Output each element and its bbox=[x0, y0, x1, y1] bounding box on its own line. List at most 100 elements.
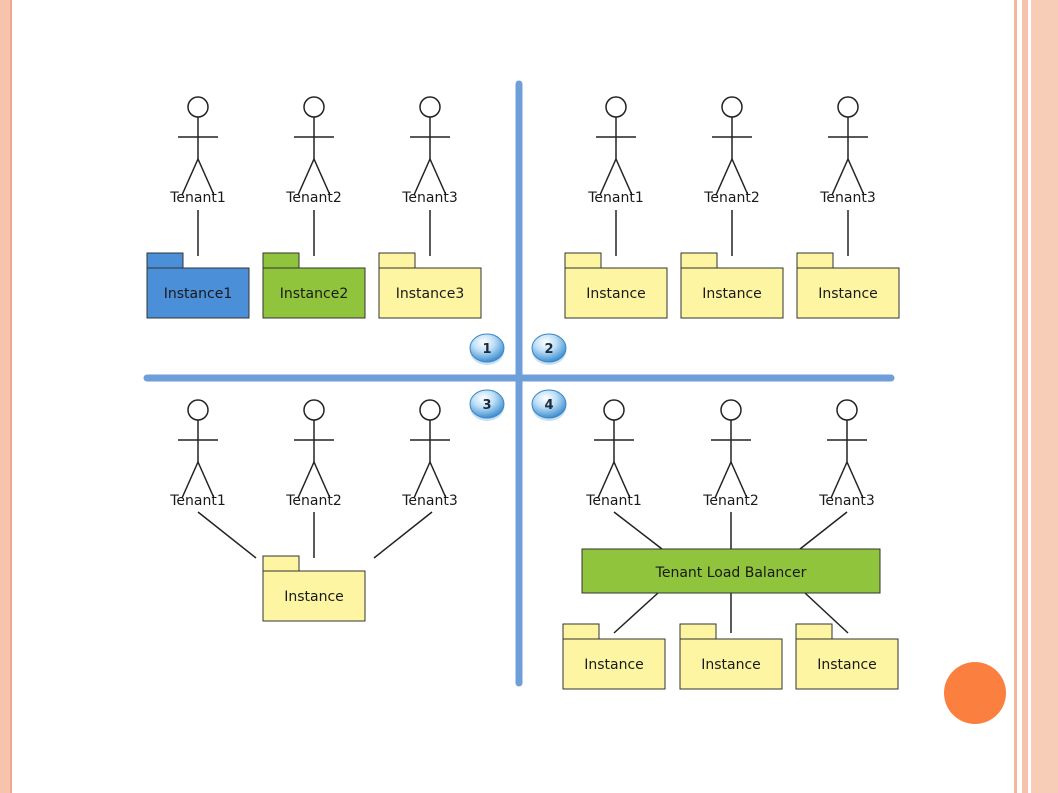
actor-leg-left bbox=[599, 158, 617, 196]
actor-head bbox=[720, 399, 742, 421]
package-body bbox=[564, 267, 668, 319]
package-tab bbox=[562, 623, 600, 640]
package-tab bbox=[146, 252, 184, 269]
right-border-band bbox=[1031, 0, 1058, 793]
instance-package bbox=[562, 623, 666, 690]
actor-leg-right bbox=[846, 461, 864, 499]
package-body bbox=[562, 638, 666, 690]
package-tab bbox=[795, 623, 833, 640]
actor-leg-left bbox=[297, 158, 315, 196]
accent-circle bbox=[944, 662, 1006, 724]
instance-label: Instance bbox=[584, 657, 644, 673]
package-body bbox=[796, 267, 900, 319]
tenant-label: Tenant3 bbox=[401, 190, 458, 206]
actor-icon bbox=[827, 399, 867, 499]
instance-label: Instance bbox=[284, 589, 344, 605]
package-body bbox=[378, 267, 482, 319]
package-tab bbox=[679, 623, 717, 640]
quadrant-badge bbox=[469, 333, 505, 365]
tenant-label: Tenant1 bbox=[585, 493, 642, 509]
left-border-band bbox=[0, 0, 10, 793]
actor-icon bbox=[711, 399, 751, 499]
actor-leg-left bbox=[413, 461, 431, 499]
right-border-stripe bbox=[1022, 0, 1028, 793]
tenant-label: Tenant1 bbox=[169, 190, 226, 206]
actor-icon bbox=[410, 96, 450, 196]
instance-label: Instance bbox=[702, 286, 762, 302]
tenant-label: Tenant3 bbox=[401, 493, 458, 509]
balancer-instance-connector bbox=[804, 592, 849, 634]
actor-head bbox=[303, 96, 325, 118]
actor-leg-left bbox=[181, 158, 199, 196]
package-tab bbox=[262, 252, 300, 269]
actor-icon bbox=[594, 399, 634, 499]
actor-icon bbox=[178, 96, 218, 196]
instance-package bbox=[796, 252, 900, 319]
instance-label: Instance bbox=[586, 286, 646, 302]
actor-leg-right bbox=[847, 158, 865, 196]
actor-leg-left bbox=[181, 461, 199, 499]
instance-package bbox=[262, 555, 366, 622]
tenant-label: Tenant3 bbox=[818, 493, 875, 509]
badge-circle bbox=[469, 333, 505, 363]
instance-package bbox=[795, 623, 899, 690]
instance-package bbox=[564, 252, 668, 319]
badge-circle bbox=[531, 389, 567, 419]
tenant-balancer-connector bbox=[613, 511, 663, 550]
actor-leg-left bbox=[597, 461, 615, 499]
badge-number: 2 bbox=[544, 342, 553, 357]
actor-head bbox=[837, 96, 859, 118]
actor-leg-right bbox=[615, 158, 633, 196]
actor-leg-left bbox=[714, 461, 732, 499]
package-tab bbox=[796, 252, 834, 269]
balancer-instance-connector bbox=[613, 592, 659, 634]
actor-icon bbox=[178, 399, 218, 499]
actor-leg-right bbox=[429, 158, 447, 196]
tenant-label: Tenant2 bbox=[285, 493, 342, 509]
actor-leg-right bbox=[731, 158, 749, 196]
actor-leg-right bbox=[313, 461, 331, 499]
package-body bbox=[262, 570, 366, 622]
badge-number: 3 bbox=[482, 398, 491, 413]
actor-icon bbox=[712, 96, 752, 196]
instance-package bbox=[679, 623, 783, 690]
tenant-load-balancer bbox=[581, 548, 881, 594]
quadrant-badge bbox=[531, 333, 567, 365]
tenant-instance-connector bbox=[373, 511, 433, 559]
tenant-instance-connector bbox=[197, 511, 257, 559]
instance-label: Instance2 bbox=[280, 286, 348, 302]
tenant-label: Tenant2 bbox=[703, 190, 760, 206]
instance-label: Instance1 bbox=[164, 286, 232, 302]
badge-number: 4 bbox=[544, 398, 553, 413]
package-body bbox=[262, 267, 366, 319]
tenant-label: Tenant2 bbox=[702, 493, 759, 509]
tenant-label: Tenant1 bbox=[169, 493, 226, 509]
package-body bbox=[680, 267, 784, 319]
actor-leg-left bbox=[830, 461, 848, 499]
tenant-label: Tenant3 bbox=[819, 190, 876, 206]
badge-circle bbox=[531, 333, 567, 363]
actor-head bbox=[603, 399, 625, 421]
actor-head bbox=[721, 96, 743, 118]
actor-leg-right bbox=[197, 461, 215, 499]
actor-icon bbox=[596, 96, 636, 196]
actor-head bbox=[605, 96, 627, 118]
instance-label: Instance bbox=[701, 657, 761, 673]
instance-package bbox=[262, 252, 366, 319]
actor-leg-left bbox=[831, 158, 849, 196]
actor-leg-right bbox=[730, 461, 748, 499]
tenant-label: Tenant2 bbox=[285, 190, 342, 206]
instance-label: Instance3 bbox=[396, 286, 464, 302]
load-balancer-label: Tenant Load Balancer bbox=[655, 565, 807, 581]
actor-leg-right bbox=[197, 158, 215, 196]
package-tab bbox=[564, 252, 602, 269]
actor-leg-left bbox=[413, 158, 431, 196]
actor-leg-right bbox=[429, 461, 447, 499]
package-tab bbox=[262, 555, 300, 572]
instance-package bbox=[146, 252, 250, 319]
actor-leg-right bbox=[313, 158, 331, 196]
quadrant-badge bbox=[469, 389, 505, 421]
actor-head bbox=[187, 96, 209, 118]
actor-head bbox=[419, 399, 441, 421]
